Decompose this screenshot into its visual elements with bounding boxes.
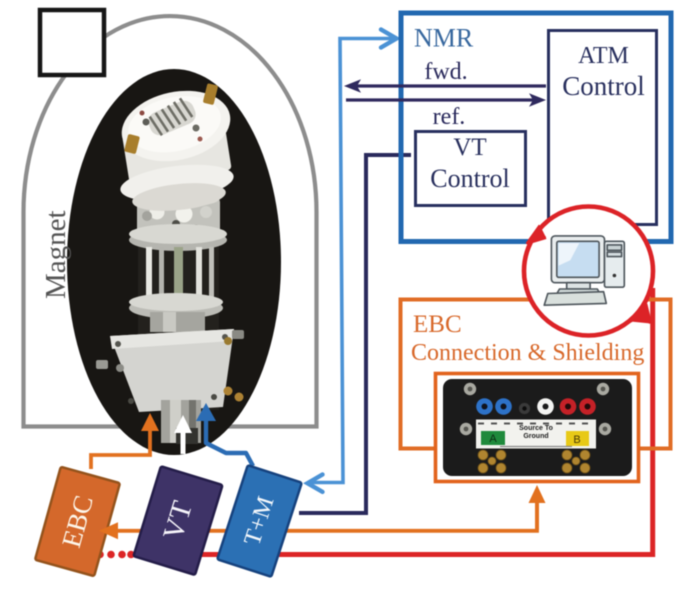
svg-text:Magnet: Magnet (40, 210, 72, 299)
svg-text:Control: Control (562, 71, 645, 101)
svg-text:A: A (489, 433, 497, 445)
svg-text:fwd.: fwd. (424, 59, 467, 85)
svg-text:EBC: EBC (413, 311, 462, 338)
svg-text:B: B (573, 434, 580, 446)
svg-text:ATM: ATM (578, 43, 629, 69)
svg-text:VT: VT (453, 134, 486, 161)
svg-text:ref.: ref. (433, 104, 466, 130)
svg-text:Source To: Source To (519, 425, 553, 432)
svg-text:Control: Control (430, 164, 509, 193)
svg-text:NMR: NMR (414, 24, 474, 53)
svg-text:Connection & Shielding: Connection & Shielding (411, 340, 644, 366)
svg-text:Ground: Ground (523, 433, 548, 440)
